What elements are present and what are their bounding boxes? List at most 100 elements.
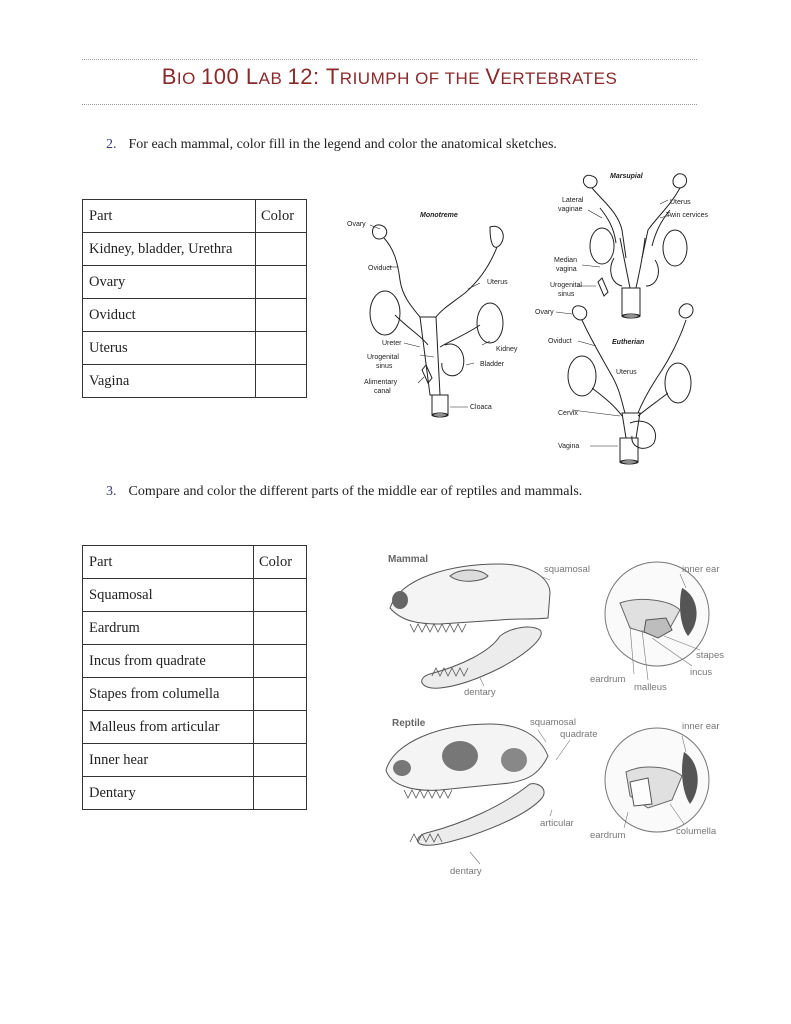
label-median-vagina: Median (554, 257, 577, 264)
mammal-label: Mammal (388, 554, 428, 565)
label-uterus: Uterus (487, 279, 508, 286)
label-alimentary-canal: Alimentary (364, 379, 398, 386)
question-3-text: Compare and color the different parts of… (129, 484, 583, 499)
label-incus: incus (690, 667, 712, 678)
part-cell: Oviduct (83, 299, 256, 332)
table-row: Malleus from articular (83, 711, 307, 744)
label-ureter: Ureter (382, 340, 402, 347)
part-cell: Uterus (83, 332, 256, 365)
header-part: Part (83, 546, 254, 579)
question-2-text: For each mammal, color fill in the legen… (129, 137, 557, 152)
table-row: Ovary (83, 266, 307, 299)
label-eutherian-oviduct: Oviduct (548, 338, 572, 345)
part-cell: Malleus from articular (83, 711, 254, 744)
label-reptile-inner-ear: inner ear (682, 721, 720, 732)
color-cell[interactable] (256, 299, 307, 332)
label-quadrate: quadrate (560, 729, 598, 740)
label-urogenital-sinus-2: sinus (376, 363, 393, 370)
label-malleus: malleus (634, 682, 667, 693)
label-marsupial-uterus: Uterus (670, 199, 691, 206)
table-row: Uterus (83, 332, 307, 365)
label-reptile-squamosal: squamosal (530, 717, 576, 728)
color-cell[interactable] (256, 332, 307, 365)
label-mammal-eardrum: eardrum (590, 674, 625, 685)
table-header-row: Part Color (83, 546, 307, 579)
question-3-number: 3. (106, 484, 117, 499)
header-color: Color (254, 546, 307, 579)
color-cell[interactable] (254, 579, 307, 612)
label-urogenital-sinus: Urogenital (367, 354, 399, 361)
color-cell[interactable] (254, 711, 307, 744)
label-vagina: Vagina (558, 443, 579, 450)
reptile-label: Reptile (392, 718, 426, 729)
table-header-row: Part Color (83, 200, 307, 233)
part-cell: Kidney, bladder, Urethra (83, 233, 256, 266)
part-cell: Vagina (83, 365, 256, 398)
label-bladder: Bladder (480, 361, 505, 368)
part-cell: Incus from quadrate (83, 645, 254, 678)
eutherian-title: Eutherian (612, 339, 644, 346)
table-row: Stapes from columella (83, 678, 307, 711)
part-cell: Eardrum (83, 612, 254, 645)
table-row: Eardrum (83, 612, 307, 645)
part-cell: Dentary (83, 777, 254, 810)
header-part: Part (83, 200, 256, 233)
table-row: Dentary (83, 777, 307, 810)
legend-table-middle-ear: Part Color Squamosal Eardrum Incus from … (82, 545, 307, 810)
label-reptile-dentary: dentary (450, 866, 482, 877)
label-median-vagina-2: vagina (556, 266, 577, 273)
color-cell[interactable] (254, 744, 307, 777)
label-columella: columella (676, 826, 717, 837)
marsupial-title: Marsupial (610, 173, 644, 180)
label-eutherian-ovary: Ovary (535, 309, 554, 316)
label-lateral-vaginae-2: vaginae (558, 206, 583, 213)
color-cell[interactable] (256, 266, 307, 299)
label-lateral-vaginae: Lateral (562, 197, 584, 204)
header-color: Color (256, 200, 307, 233)
label-marsupial-urogenital: Urogenital (550, 282, 582, 289)
label-mammal-squamosal: squamosal (544, 564, 590, 575)
label-eutherian-uterus: Uterus (616, 369, 637, 376)
label-kidney: Kidney (496, 346, 518, 353)
part-cell: Squamosal (83, 579, 254, 612)
color-cell[interactable] (254, 612, 307, 645)
color-cell[interactable] (254, 645, 307, 678)
color-cell[interactable] (256, 233, 307, 266)
label-cloaca: Cloaca (470, 404, 492, 411)
title-bottom-rule (82, 104, 697, 105)
question-2: 2. For each mammal, color fill in the leg… (106, 137, 557, 153)
label-marsupial-urogenital-2: sinus (558, 291, 575, 298)
table-row: Squamosal (83, 579, 307, 612)
table-row: Inner hear (83, 744, 307, 777)
label-stapes: stapes (696, 650, 724, 661)
color-cell[interactable] (254, 777, 307, 810)
color-cell[interactable] (256, 365, 307, 398)
label-oviduct: Oviduct (368, 265, 392, 272)
label-articular: articular (540, 818, 574, 829)
table-row: Kidney, bladder, Urethra (83, 233, 307, 266)
label-twin-cervices: Twin cervices (666, 212, 709, 219)
label-reptile-eardrum: eardrum (590, 830, 625, 841)
label-mammal-inner-ear: inner ear (682, 564, 720, 575)
reptile-skull-diagram: Reptile squamosal quadrate inner ear art… (380, 712, 740, 882)
part-cell: Inner hear (83, 744, 254, 777)
table-row: Incus from quadrate (83, 645, 307, 678)
part-cell: Ovary (83, 266, 256, 299)
table-row: Oviduct (83, 299, 307, 332)
label-cervix: Cervix (558, 410, 578, 417)
question-3: 3. Compare and color the different parts … (106, 484, 582, 500)
label-ovary: Ovary (347, 221, 366, 228)
monotreme-diagram: Monotreme Ovary Oviduct Uterus Ureter Ur… (340, 205, 540, 425)
eutherian-diagram: Eutherian Ovary Oviduct Uterus Cervix Va… (530, 298, 730, 468)
monotreme-title: Monotreme (420, 212, 458, 219)
color-cell[interactable] (254, 678, 307, 711)
table-row: Vagina (83, 365, 307, 398)
question-2-number: 2. (106, 137, 117, 152)
mammal-skull-diagram: Mammal squamosal inner ear stapes incus … (380, 548, 740, 698)
top-rule (82, 59, 697, 60)
label-alimentary-canal-2: canal (374, 388, 391, 395)
page-title: BIO 100 LAB 12: TRIUMPH OF THE VERTEBRAT… (82, 64, 697, 90)
label-mammal-dentary: dentary (464, 687, 496, 698)
legend-table-reproductive: Part Color Kidney, bladder, Urethra Ovar… (82, 199, 307, 398)
part-cell: Stapes from columella (83, 678, 254, 711)
